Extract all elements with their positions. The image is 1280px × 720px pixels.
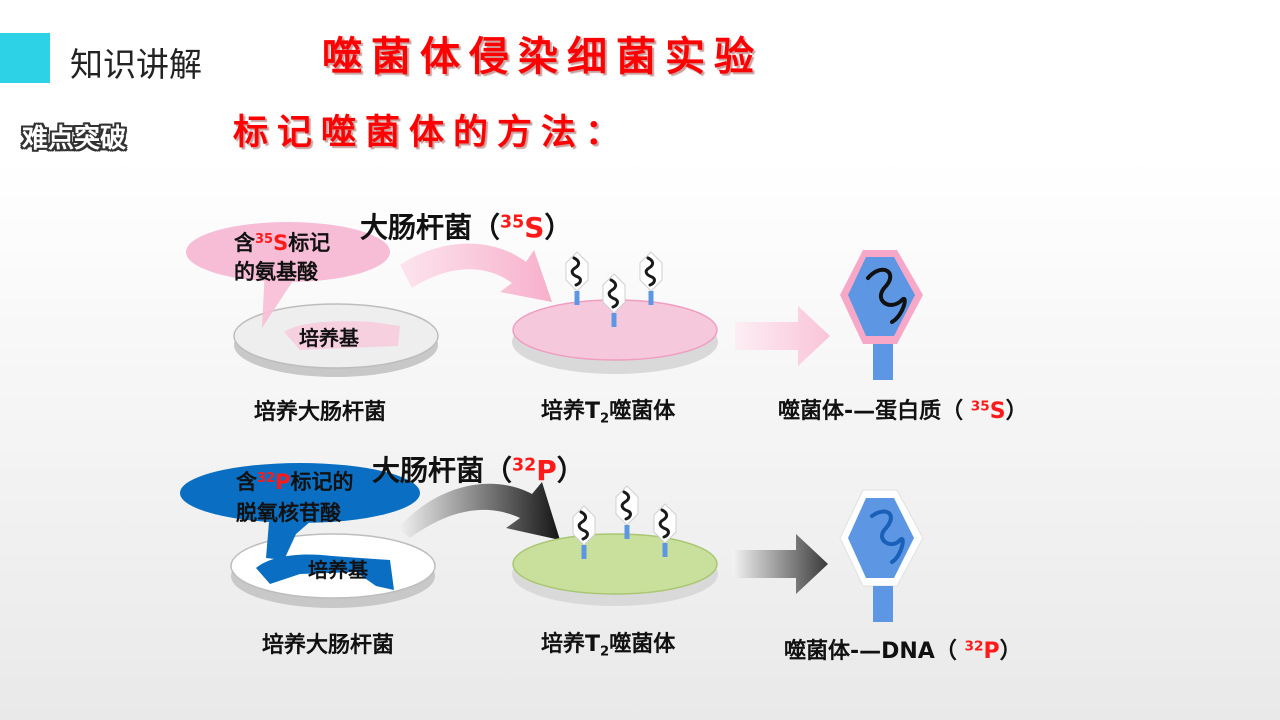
main-title: 噬菌体侵染细菌实验 — [322, 33, 763, 80]
row2-result-label: 噬菌体-—DNA（ 32P） — [784, 638, 1022, 665]
row2-curved-arrow — [398, 482, 560, 540]
row1-label-line2: 的氨基酸 — [234, 260, 318, 284]
row1-result-label: 噬菌体-—蛋白质（ 35S） — [778, 398, 1028, 425]
row2-nucleotide-blob — [180, 463, 420, 590]
accent-square — [0, 33, 50, 83]
row2-label-line1: 含32P标记的 — [236, 470, 354, 494]
row2-straight-arrow — [732, 534, 828, 594]
row1-amino-acid-blob — [186, 222, 400, 350]
row1-label-line1: 含35S标记 — [234, 231, 331, 255]
row1-straight-arrow — [735, 306, 830, 366]
row2-step1-label: 培养大肠杆菌 — [262, 633, 395, 658]
row1-bacteria-label: 大肠杆菌（35S） — [360, 211, 573, 244]
row2-label-line2: 脱氧核苷酸 — [236, 501, 341, 525]
row2-medium-label: 培养基 — [308, 558, 368, 582]
subtitle: 标记噬菌体的方法： — [233, 112, 630, 153]
row1-step1-label: 培养大肠杆菌 — [254, 400, 387, 425]
row2-bacteria-dish — [512, 533, 718, 606]
row1-step2-label: 培养T2噬菌体 — [541, 399, 676, 427]
difficulty-label: 难点突破 — [22, 124, 127, 154]
section-title: 知识讲解 — [70, 45, 202, 84]
row2-labeled-phage — [839, 489, 924, 622]
row1-labeled-phage — [840, 250, 923, 380]
row2-bacteria-label: 大肠杆菌（32P） — [372, 454, 585, 487]
row1-curved-arrow — [400, 243, 552, 302]
row1-medium-label: 培养基 — [299, 326, 359, 350]
row1-bacteria-dish — [512, 299, 718, 374]
row2-step2-label: 培养T2噬菌体 — [541, 632, 676, 660]
